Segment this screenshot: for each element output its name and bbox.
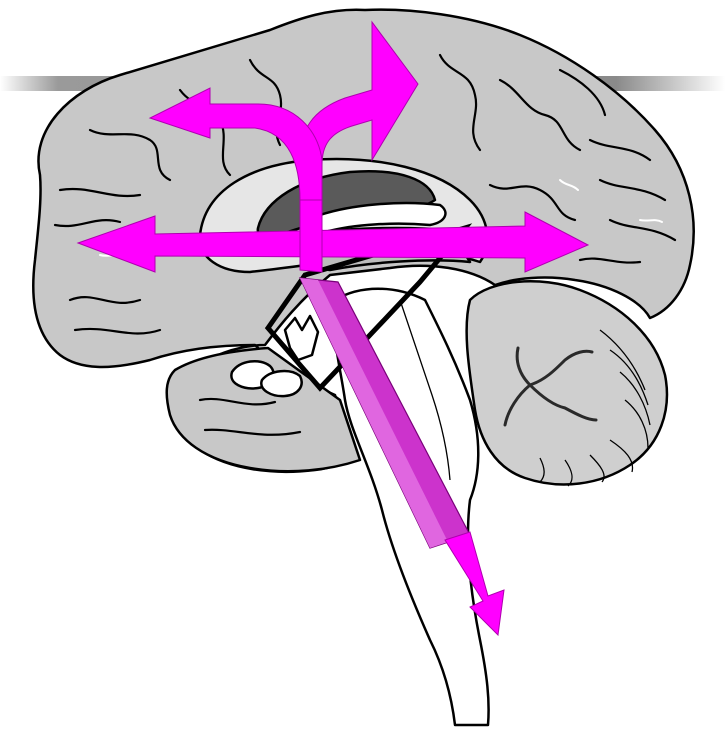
- descending-arrow-bar-highlight: [300, 278, 448, 548]
- forward-curve-arrow: [148, 87, 323, 201]
- arrows: [76, 20, 590, 637]
- hypothalamus: [230, 314, 320, 398]
- descending-arrow-tip: [444, 531, 505, 637]
- anterior-posterior-arrow: [76, 211, 590, 273]
- cerebellum: [465, 280, 669, 487]
